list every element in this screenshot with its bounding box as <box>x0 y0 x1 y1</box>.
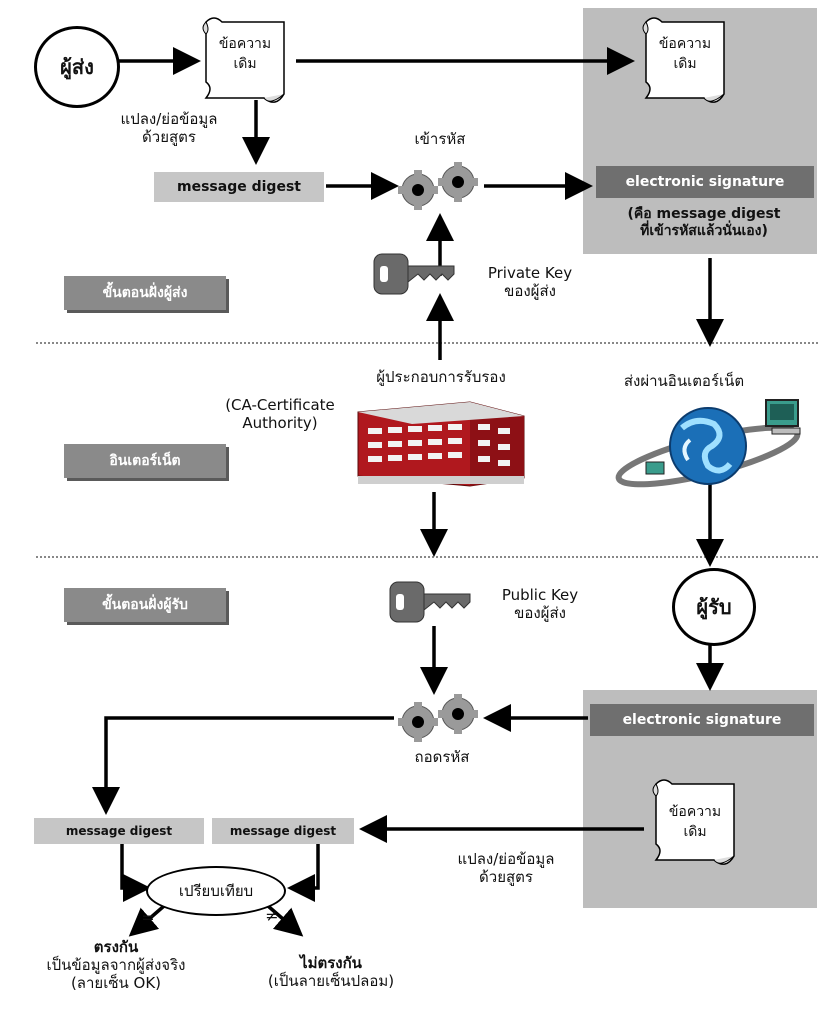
encrypt-label: เข้ารหัส <box>414 130 466 148</box>
phase-internet-label: อินเตอร์เน็ต <box>109 453 181 469</box>
electronic-signature-label: electronic signature <box>622 712 782 728</box>
message-digest-box-computed: message digest <box>212 818 354 844</box>
decrypt-label: ถอดรหัส <box>414 748 470 766</box>
transform-label-top: แปลง/ย่อข้อมูล ด้วยสูตร <box>94 110 244 146</box>
match-result: ตรงกัน เป็นข้อมูลจากผู้ส่งจริง (ลายเซ็น … <box>6 938 226 992</box>
globe-network-icon <box>615 399 801 488</box>
separator-sender-internet <box>36 342 818 344</box>
message-digest-label: message digest <box>229 824 337 838</box>
electronic-signature-label: electronic signature <box>625 174 785 190</box>
public-key-line2: ของผู้ส่ง <box>514 604 566 622</box>
receiver-label: ผู้รับ <box>696 595 732 619</box>
arrow-digest1-to-compare <box>120 842 151 902</box>
original-message-scroll-2: ข้อความ เดิม <box>640 14 730 110</box>
match-line2: (ลายเซ็น OK) <box>70 974 162 992</box>
transform-line1: แปลง/ย่อข้อมูล <box>120 110 218 128</box>
separator-internet-receiver <box>36 556 818 558</box>
mismatch-line1: (เป็นลายเซ็นปลอม) <box>267 972 395 990</box>
scroll-icon <box>652 779 735 865</box>
message-digest-label: message digest <box>177 179 301 195</box>
arrow-digest2-to-compare <box>287 842 320 902</box>
arrow-decrypt-to-digest <box>92 716 394 815</box>
original-message-line2: เดิม <box>233 56 257 73</box>
message-digest-box-decrypted: message digest <box>34 818 204 844</box>
arrow-compare-to-match <box>128 904 166 937</box>
esig-note: (คือ message digest ที่เข้ารหัสแล้วนั่นเ… <box>590 206 818 240</box>
sender-label: ผู้ส่ง <box>60 55 94 79</box>
private-key-line1: Private Key <box>487 264 573 282</box>
ca-title: ผู้ประกอบการรับรอง <box>376 368 506 386</box>
arrow-compare-to-mismatch <box>266 904 304 937</box>
message-digest-label: message digest <box>65 824 173 838</box>
match-title: ตรงกัน <box>93 938 139 956</box>
esig-note-line2: ที่เข้ารหัสแล้วนั่นเอง) <box>640 222 768 239</box>
phase-internet: อินเตอร์เน็ต <box>64 444 226 478</box>
mismatch-title: ไม่ตรงกัน <box>300 954 362 972</box>
not-equal-sign: ≠ <box>265 906 279 925</box>
original-message-line1: ข้อความ <box>658 36 712 52</box>
original-message-line2: เดิม <box>683 824 707 841</box>
ca-note: (CA-Certificate Authority) <box>212 396 348 432</box>
transform-line1: แปลง/ย่อข้อมูล <box>457 850 555 868</box>
ca-note-line1: (CA-Certificate <box>225 396 335 414</box>
private-key-label: Private Key ของผู้ส่ง <box>470 264 590 300</box>
phase-receiver-side: ขั้นตอนฝั่งผู้รับ <box>64 588 226 622</box>
private-key-icon <box>373 253 455 295</box>
original-message-scroll-3: ข้อความ เดิม <box>650 776 740 872</box>
gears-icon <box>398 162 478 210</box>
receiver-circle: ผู้รับ <box>672 568 756 646</box>
ca-building-icon <box>357 401 525 487</box>
private-key-line2: ของผู้ส่ง <box>504 282 556 300</box>
ca-note-line2: Authority) <box>242 414 318 432</box>
phase-receiver-label: ขั้นตอนฝั่งผู้รับ <box>102 597 188 613</box>
sender-circle: ผู้ส่ง <box>34 26 120 108</box>
scroll-icon <box>202 17 285 103</box>
compare-label: เปรียบเทียบ <box>178 882 254 900</box>
public-key-icon <box>389 581 471 623</box>
electronic-signature-box-sender: electronic signature <box>596 166 814 198</box>
message-digest-box-sender: message digest <box>154 172 324 202</box>
phase-sender-side: ขั้นตอนฝั่งผู้ส่ง <box>64 276 226 310</box>
original-message-line1: ข้อความ <box>218 36 272 52</box>
original-message-scroll-1: ข้อความ เดิม <box>200 14 290 110</box>
scroll-icon <box>642 17 725 103</box>
public-key-label: Public Key ของผู้ส่ง <box>478 586 602 622</box>
equal-sign: = <box>141 908 155 927</box>
compare-oval: เปรียบเทียบ <box>146 866 286 916</box>
electronic-signature-box-receiver: electronic signature <box>590 704 814 736</box>
original-message-line2: เดิม <box>673 56 697 73</box>
transform-line2: ด้วยสูตร <box>142 128 196 146</box>
transform-line2: ด้วยสูตร <box>479 868 533 886</box>
match-line1: เป็นข้อมูลจากผู้ส่งจริง <box>46 956 186 974</box>
mismatch-result: ไม่ตรงกัน (เป็นลายเซ็นปลอม) <box>246 954 416 990</box>
transform-label-bottom: แปลง/ย่อข้อมูล ด้วยสูตร <box>436 850 576 886</box>
esig-note-line1: (คือ message digest <box>627 206 781 222</box>
gears-icon <box>398 694 478 742</box>
phase-sender-label: ขั้นตอนฝั่งผู้ส่ง <box>102 285 188 301</box>
original-message-line1: ข้อความ <box>668 804 722 820</box>
public-key-line1: Public Key <box>501 586 579 604</box>
via-internet-label: ส่งผ่านอินเตอร์เน็ต <box>623 372 745 390</box>
